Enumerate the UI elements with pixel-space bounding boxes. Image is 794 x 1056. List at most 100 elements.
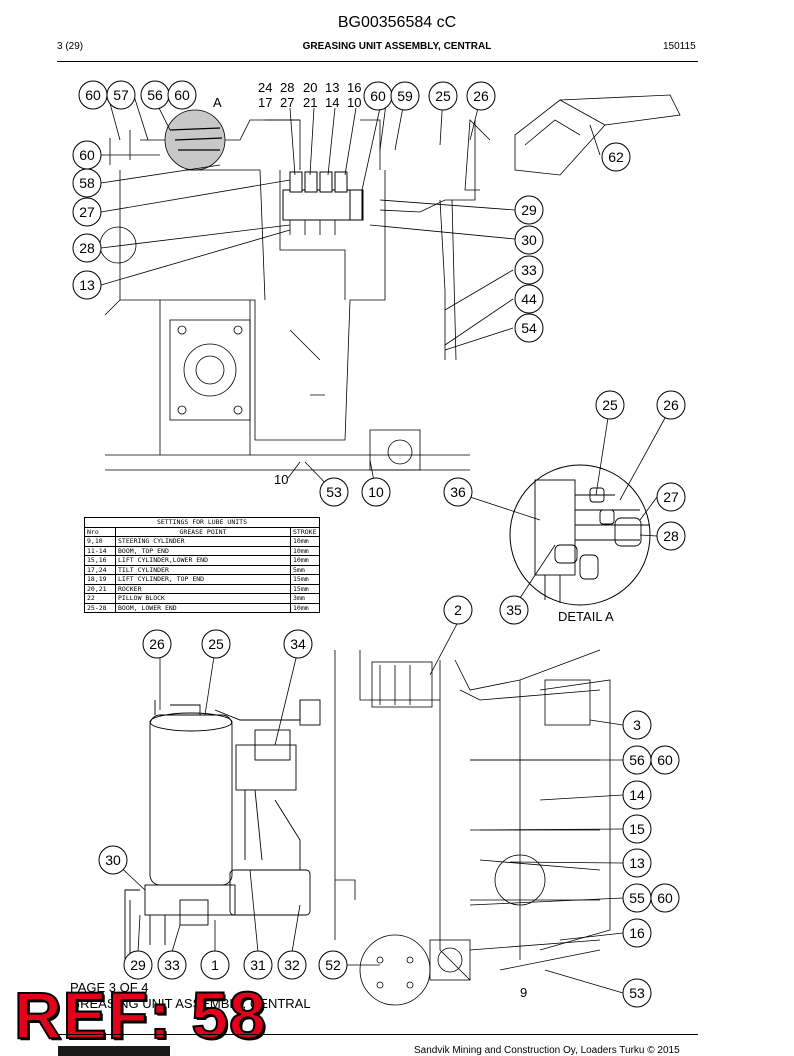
callout-62: 62 bbox=[601, 142, 631, 172]
svg-text:34: 34 bbox=[290, 636, 306, 652]
bottom-callout-14: 14 bbox=[622, 780, 652, 810]
grease-distributor-block bbox=[282, 171, 364, 235]
callout-60-c: 60 bbox=[72, 140, 102, 170]
bottom-callout-13: 13 bbox=[622, 848, 652, 878]
svg-text:33: 33 bbox=[164, 957, 180, 973]
leader-lines-top bbox=[100, 95, 601, 493]
bottom-callout-30: 30 bbox=[98, 845, 128, 875]
callout-58: 58 bbox=[72, 168, 102, 198]
callout-60-d: 60 bbox=[363, 81, 393, 111]
page-number: 3 (29) bbox=[57, 41, 84, 52]
callout-13: 13 bbox=[72, 270, 102, 300]
table-cell: ROCKER bbox=[115, 583, 291, 594]
table-cell: 15,16 bbox=[84, 555, 116, 566]
bottom-callout-56: 56 bbox=[622, 745, 652, 775]
lube-header-point: GREASE POINT bbox=[115, 526, 291, 537]
svg-text:57: 57 bbox=[113, 87, 129, 103]
svg-text:32: 32 bbox=[284, 957, 300, 973]
bottom-callout-32: 32 bbox=[277, 950, 307, 980]
callout-33: 33 bbox=[514, 255, 544, 285]
num-16: 16 bbox=[347, 80, 361, 95]
lube-table-title: SETTINGS FOR LUBE UNITS bbox=[84, 517, 320, 528]
svg-text:56: 56 bbox=[147, 87, 163, 103]
table-cell: 15mm bbox=[290, 574, 320, 585]
bottom-callout-52: 52 bbox=[318, 950, 348, 980]
svg-text:30: 30 bbox=[521, 232, 537, 248]
svg-text:1: 1 bbox=[211, 957, 219, 973]
bottom-callout-15: 15 bbox=[622, 814, 652, 844]
svg-text:29: 29 bbox=[521, 202, 537, 218]
table-row: Nro GREASE POINT STROKE bbox=[84, 526, 320, 537]
callout-28: 28 bbox=[72, 233, 102, 263]
table-cell: 10mm bbox=[290, 545, 320, 556]
bottom-callout-25: 25 bbox=[201, 629, 231, 659]
detail-a-label: A bbox=[213, 95, 222, 110]
svg-text:28: 28 bbox=[79, 240, 95, 256]
lube-header-nro: Nro bbox=[84, 526, 116, 537]
lube-header-stroke: STROKE bbox=[290, 526, 320, 537]
svg-text:35: 35 bbox=[506, 602, 522, 618]
callout-56: 56 bbox=[140, 80, 170, 110]
table-cell: 22 bbox=[84, 593, 116, 604]
svg-text:13: 13 bbox=[629, 855, 645, 871]
bottom-callout-16: 16 bbox=[622, 918, 652, 948]
num-13: 13 bbox=[325, 80, 339, 95]
svg-text:28: 28 bbox=[663, 528, 679, 544]
svg-text:55: 55 bbox=[629, 890, 645, 906]
num-27: 27 bbox=[280, 95, 294, 110]
footer-divider bbox=[57, 1034, 698, 1035]
page-title: GREASING UNIT ASSEMBLY, CENTRAL bbox=[302, 41, 492, 52]
leader-lines-bottom bbox=[112, 649, 624, 994]
callout-30: 30 bbox=[514, 225, 544, 255]
svg-text:54: 54 bbox=[521, 320, 537, 336]
callout-29: 29 bbox=[514, 195, 544, 225]
svg-text:2: 2 bbox=[454, 602, 462, 618]
bottom-right-drawing bbox=[334, 649, 611, 1006]
svg-text:3: 3 bbox=[633, 717, 641, 733]
table-cell: 17,24 bbox=[84, 564, 116, 575]
callout-25: 25 bbox=[428, 81, 458, 111]
callout-10: 10 bbox=[361, 477, 391, 507]
callout-group-detail: 25 26 36 27 28 35 2 bbox=[443, 390, 686, 625]
brand-logo-strip bbox=[58, 1046, 170, 1056]
detail-callout-27: 27 bbox=[656, 482, 686, 512]
footer-assembly-name: GREASING UNIT ASSEMBLY, CENTRAL bbox=[70, 996, 311, 1011]
svg-text:60: 60 bbox=[79, 147, 95, 163]
num-14: 14 bbox=[325, 95, 339, 110]
svg-text:59: 59 bbox=[397, 88, 413, 104]
table-cell: LIFT CYLINDER, TOP END bbox=[115, 574, 291, 585]
svg-text:62: 62 bbox=[608, 149, 624, 165]
svg-text:10: 10 bbox=[368, 484, 384, 500]
num-10-left: 10 bbox=[274, 472, 288, 487]
callout-44: 44 bbox=[514, 284, 544, 314]
table-cell: 10mm bbox=[290, 536, 320, 547]
table-cell: BOOM, LOWER END bbox=[115, 602, 291, 613]
pump-unit-drawing bbox=[124, 699, 321, 960]
svg-text:27: 27 bbox=[79, 204, 95, 220]
num-17: 17 bbox=[258, 95, 272, 110]
table-cell: PILLOW BLOCK bbox=[115, 593, 291, 604]
detail-a-highlight bbox=[164, 109, 226, 171]
svg-text:58: 58 bbox=[79, 175, 95, 191]
svg-text:29: 29 bbox=[130, 957, 146, 973]
bottom-callout-29: 29 bbox=[123, 950, 153, 980]
svg-text:60: 60 bbox=[657, 890, 673, 906]
top-frame-drawing bbox=[99, 119, 491, 471]
svg-text:25: 25 bbox=[208, 636, 224, 652]
callout-60-a: 60 bbox=[78, 80, 108, 110]
bottom-callout-60-a: 60 bbox=[650, 745, 680, 775]
svg-text:36: 36 bbox=[450, 484, 466, 500]
table-cell: 11-14 bbox=[84, 545, 116, 556]
svg-text:26: 26 bbox=[149, 636, 165, 652]
detail-callout-2: 2 bbox=[443, 595, 473, 625]
svg-text:25: 25 bbox=[435, 88, 451, 104]
svg-text:26: 26 bbox=[663, 397, 679, 413]
table-cell: BOOM, TOP END bbox=[115, 545, 291, 556]
callout-27: 27 bbox=[72, 197, 102, 227]
leader-lines-detail bbox=[429, 417, 666, 676]
